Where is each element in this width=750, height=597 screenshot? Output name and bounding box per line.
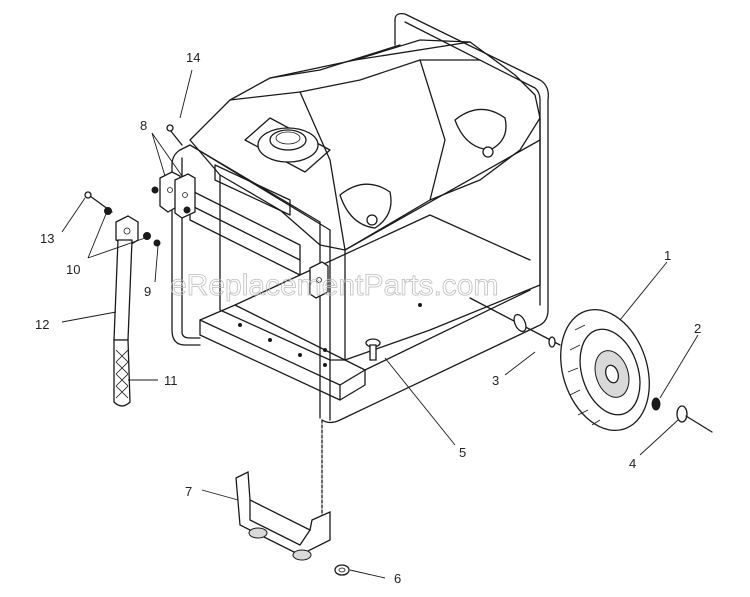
wheel xyxy=(560,308,650,432)
callout-8: 8 xyxy=(140,118,147,133)
callout-5: 5 xyxy=(459,445,466,460)
callout-13: 13 xyxy=(40,231,54,246)
handle-bracket xyxy=(151,171,329,299)
callout-14: 14 xyxy=(186,50,200,65)
callouts: 1 2 3 4 5 6 7 8 9 10 11 12 13 14 xyxy=(35,50,701,586)
callout-2: 2 xyxy=(694,321,701,336)
callout-4: 4 xyxy=(629,456,636,471)
axle-cap xyxy=(676,405,713,433)
callout-10: 10 xyxy=(66,262,80,277)
support-leg xyxy=(235,419,331,561)
pin xyxy=(166,124,183,146)
washer xyxy=(104,207,151,240)
fuel-cap xyxy=(257,127,319,163)
axle xyxy=(469,297,561,348)
callout-12: 12 xyxy=(35,317,49,332)
nut xyxy=(153,239,161,247)
callout-11: 11 xyxy=(164,373,178,388)
washer xyxy=(651,397,661,411)
callout-1: 1 xyxy=(664,248,671,263)
callout-6: 6 xyxy=(394,571,401,586)
callout-7: 7 xyxy=(185,484,192,499)
generator-body xyxy=(189,39,541,361)
control-panel xyxy=(189,164,301,276)
nut xyxy=(334,564,350,576)
base-pan xyxy=(199,214,531,401)
tank-fitting xyxy=(482,146,494,158)
callout-3: 3 xyxy=(492,373,499,388)
frame xyxy=(171,12,549,424)
watermark: eReplacementParts.com xyxy=(170,269,498,302)
grip xyxy=(113,339,131,407)
leader-lines xyxy=(61,69,699,579)
callout-9: 9 xyxy=(144,284,151,299)
bolt xyxy=(365,338,381,361)
tank-fitting xyxy=(366,214,378,226)
